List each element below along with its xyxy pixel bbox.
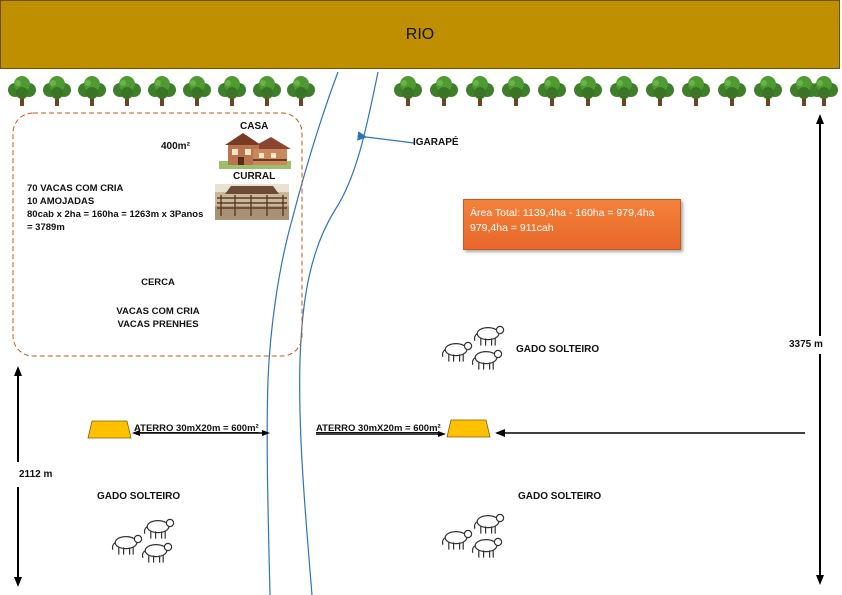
area-total-line: Área Total: 1139,4ha - 160ha = 979,4ha (470, 207, 655, 219)
dimension-right-arrow-down (816, 575, 824, 585)
corral-label: CURRAL (233, 171, 276, 182)
paddock-info-line: 80cab x 2ha = 160ha = 1263m x 3Panos (27, 209, 204, 220)
paddock-info-line: = 3789m (27, 222, 65, 233)
paddock-cattle: VACAS COM CRIA VACAS PRENHES (98, 305, 218, 331)
dimension-left-arrow-up (14, 366, 22, 376)
igarape-pointer (357, 131, 415, 144)
dimension-left-arrow-down (14, 577, 22, 587)
herd-label: GADO SOLTEIRO (516, 344, 600, 355)
stream-line-left (266, 71, 339, 595)
house-area-label: 400m² (161, 141, 190, 152)
area-total-box: Área Total: 1139,4ha - 160ha = 979,4ha 9… (463, 199, 681, 250)
cow-sketch (441, 325, 505, 370)
tree-icon (610, 76, 638, 106)
tree-icon (43, 76, 71, 106)
cow-group-icon (110, 513, 180, 565)
tree-icon (253, 76, 281, 106)
aterro-right-arrowhead (438, 431, 446, 437)
river-label: RIO (405, 25, 435, 43)
aterro-right-label: ATERRO 30mX20m = 600m² (316, 423, 441, 434)
cow-sketch (441, 513, 505, 558)
tree-icon (682, 76, 710, 106)
tree-icon (538, 76, 566, 106)
tree-icon (394, 76, 422, 106)
tree-icon (574, 76, 602, 106)
paddock-boundary (12, 112, 303, 357)
tree-icon (810, 76, 838, 106)
tree-icon (718, 76, 746, 106)
farmhouse-icon (219, 133, 291, 169)
herd-label: GADO SOLTEIRO (518, 491, 602, 502)
stream-line-right (299, 71, 379, 595)
fence-label: CERCA (141, 277, 175, 288)
aterro-right-shape (446, 419, 491, 438)
paddock-info-line: 70 VACAS COM CRIA (27, 183, 124, 194)
tree-icon (430, 76, 458, 106)
dimension-left-label: 2112 m (18, 469, 54, 480)
aterro-left-label: ATERRO 30mX20m = 600m² (134, 423, 259, 434)
tree-icon (148, 76, 176, 106)
cow-group-icon (440, 320, 510, 372)
house-label: CASA (240, 121, 269, 132)
paddock-cattle-line: VACAS PRENHES (117, 319, 199, 330)
aterro-left-arrowhead-left (132, 430, 140, 436)
tree-icon (113, 76, 141, 106)
dimension-right-label: 3375 m (788, 339, 824, 350)
corral-photo (215, 184, 289, 220)
river-bar: RIO (0, 0, 840, 69)
herd-label: GADO SOLTEIRO (97, 491, 181, 502)
tree-icon (466, 76, 494, 106)
tree-icon (646, 76, 674, 106)
igarape-label: IGARAPÉ (413, 137, 459, 148)
tree-icon (78, 76, 106, 106)
tree-icon (8, 76, 36, 106)
tree-icon (502, 76, 530, 106)
paddock-cattle-line: VACAS COM CRIA (116, 306, 200, 317)
tree-icon (183, 76, 211, 106)
cow-group-icon (440, 508, 510, 560)
aterro-left-arrowhead-right (262, 430, 270, 436)
tree-icon (754, 76, 782, 106)
tree-icon (287, 76, 315, 106)
tree-icon (218, 76, 246, 106)
aterro-left-shape (87, 420, 132, 439)
cow-sketch (111, 518, 175, 563)
paddock-info: 70 VACAS COM CRIA 10 AMOJADAS 80cab x 2h… (27, 182, 203, 234)
paddock-info-line: 10 AMOJADAS (27, 196, 95, 207)
east-arrowhead (495, 429, 505, 437)
area-total-line: 979,4ha = 911cah (470, 222, 554, 234)
dimension-right-arrow-up (816, 114, 824, 124)
